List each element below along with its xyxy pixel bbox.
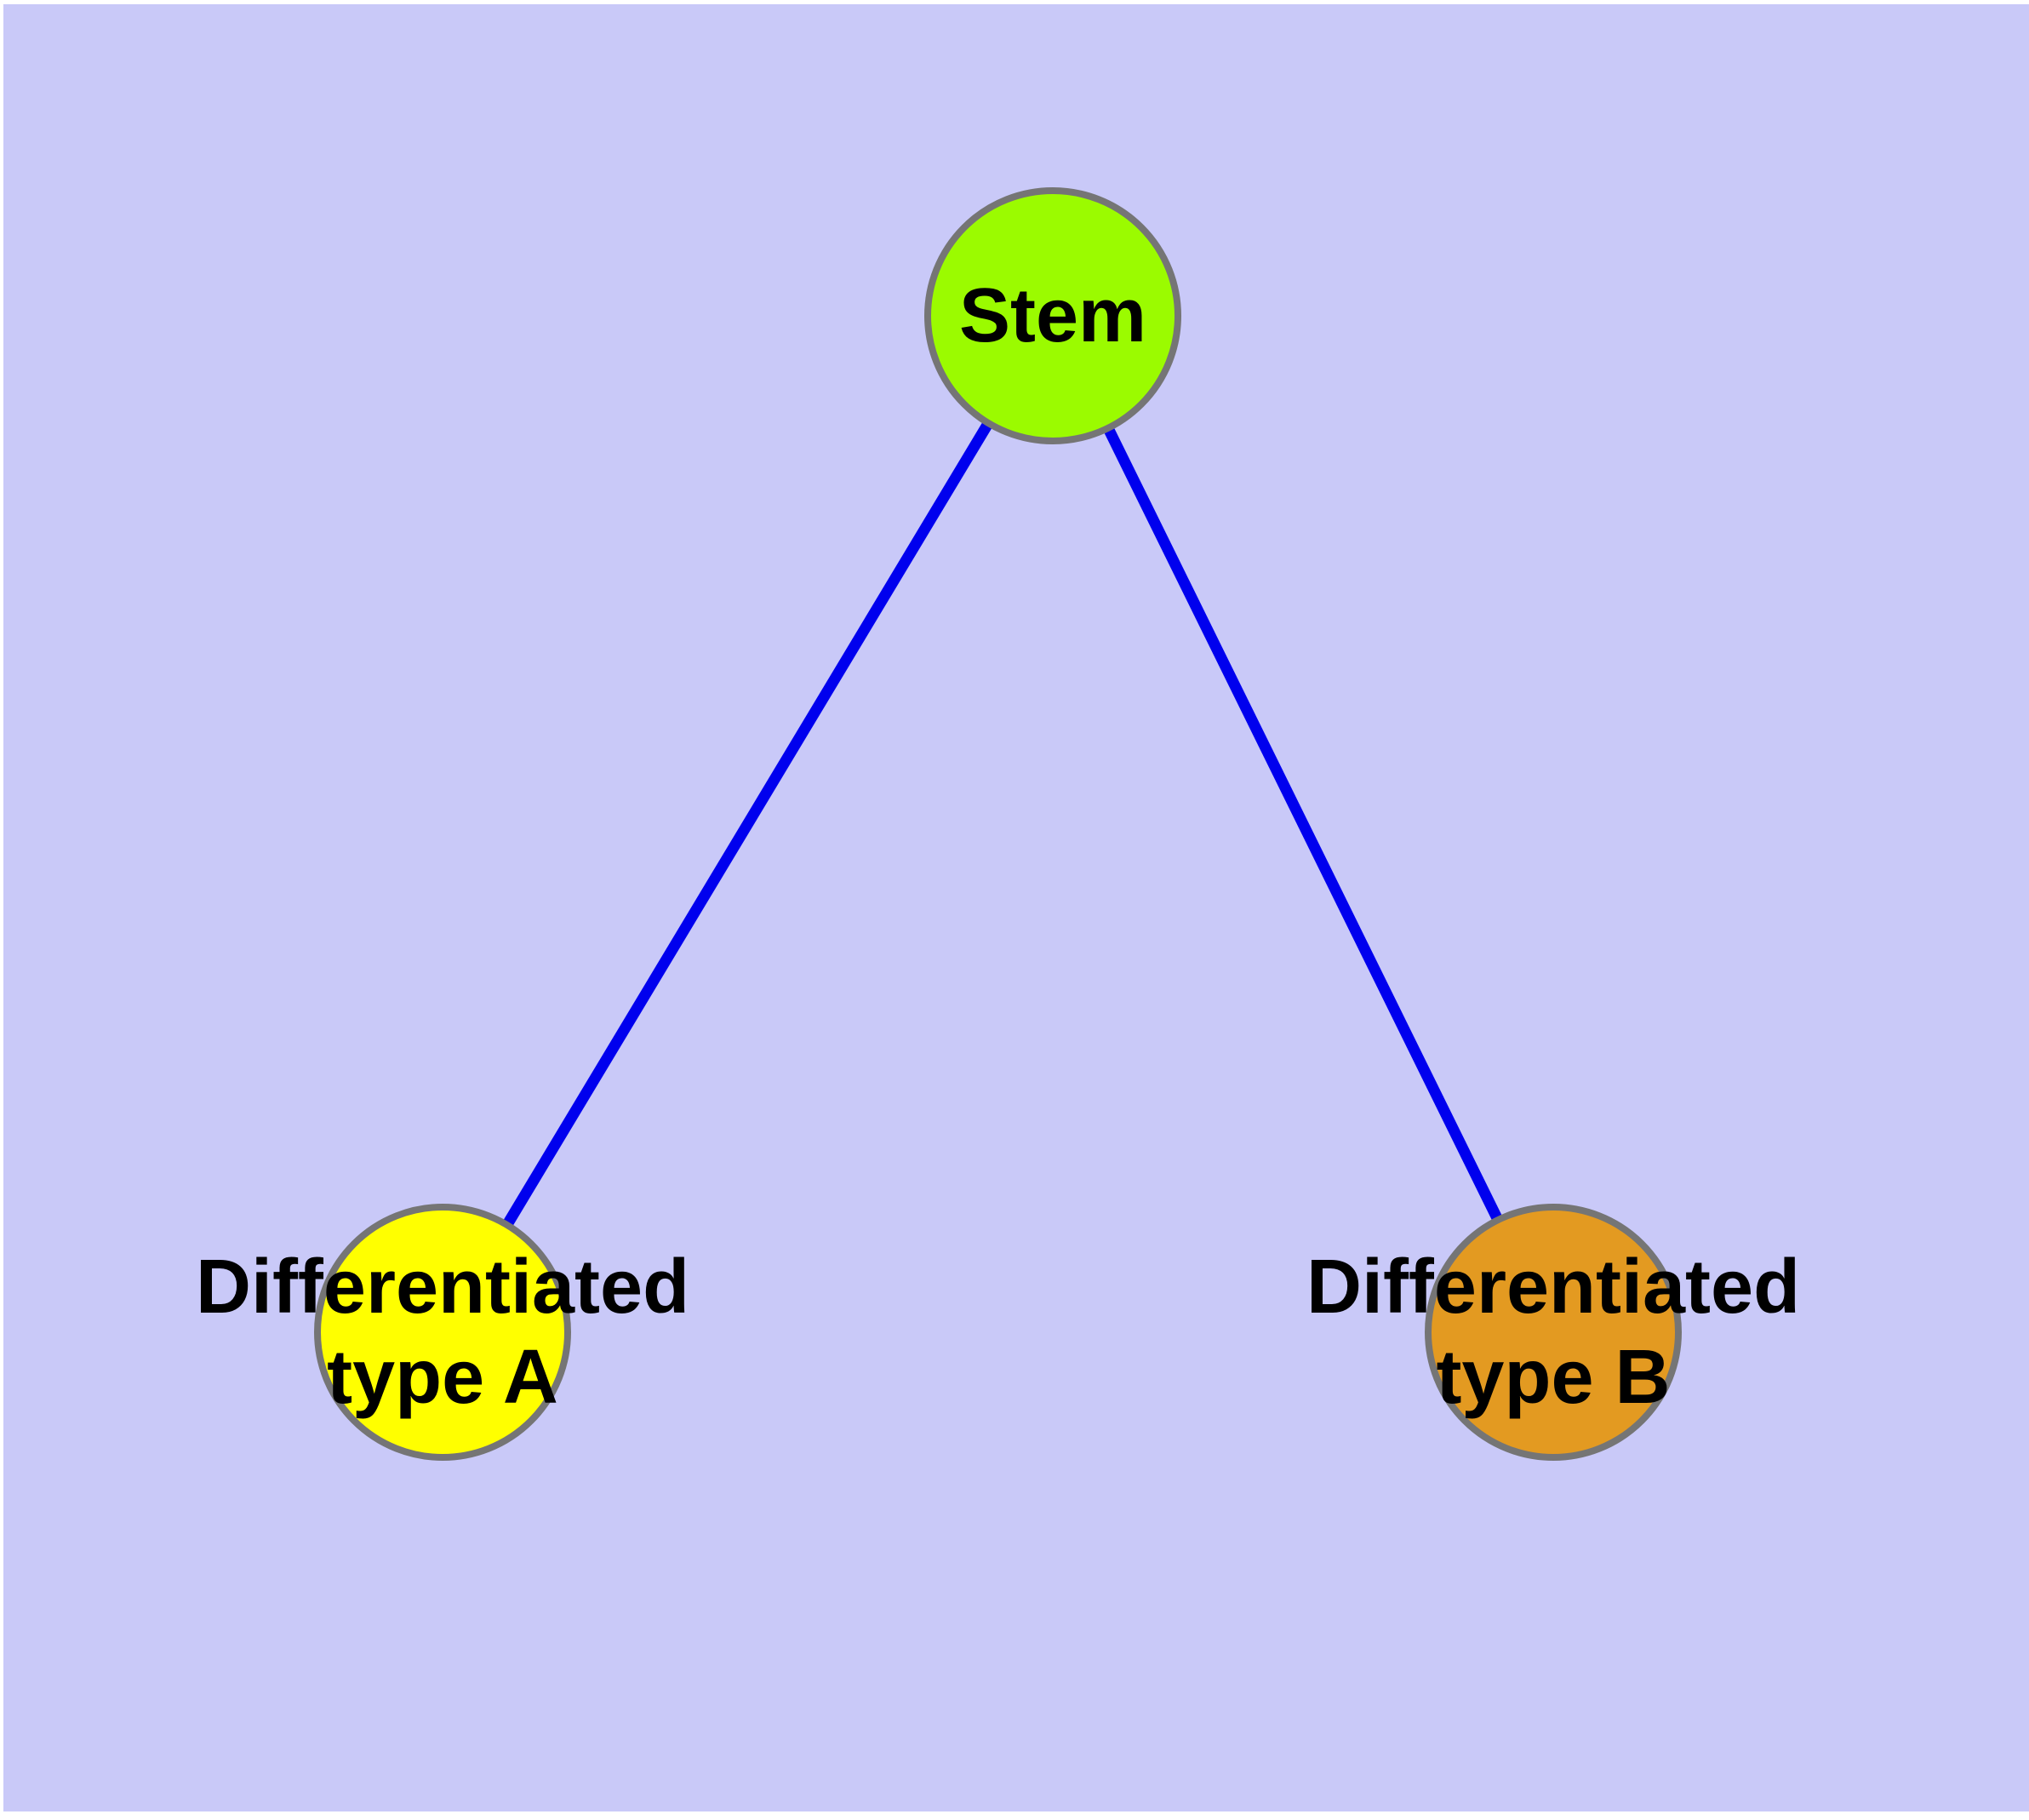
node-differentiated-type-a — [314, 1204, 571, 1461]
node-differentiated-type-b — [1425, 1204, 1682, 1461]
edge-stem-typeA — [437, 312, 1058, 1336]
node-stem — [924, 187, 1181, 444]
edge-stem-typeB — [1048, 313, 1558, 1335]
